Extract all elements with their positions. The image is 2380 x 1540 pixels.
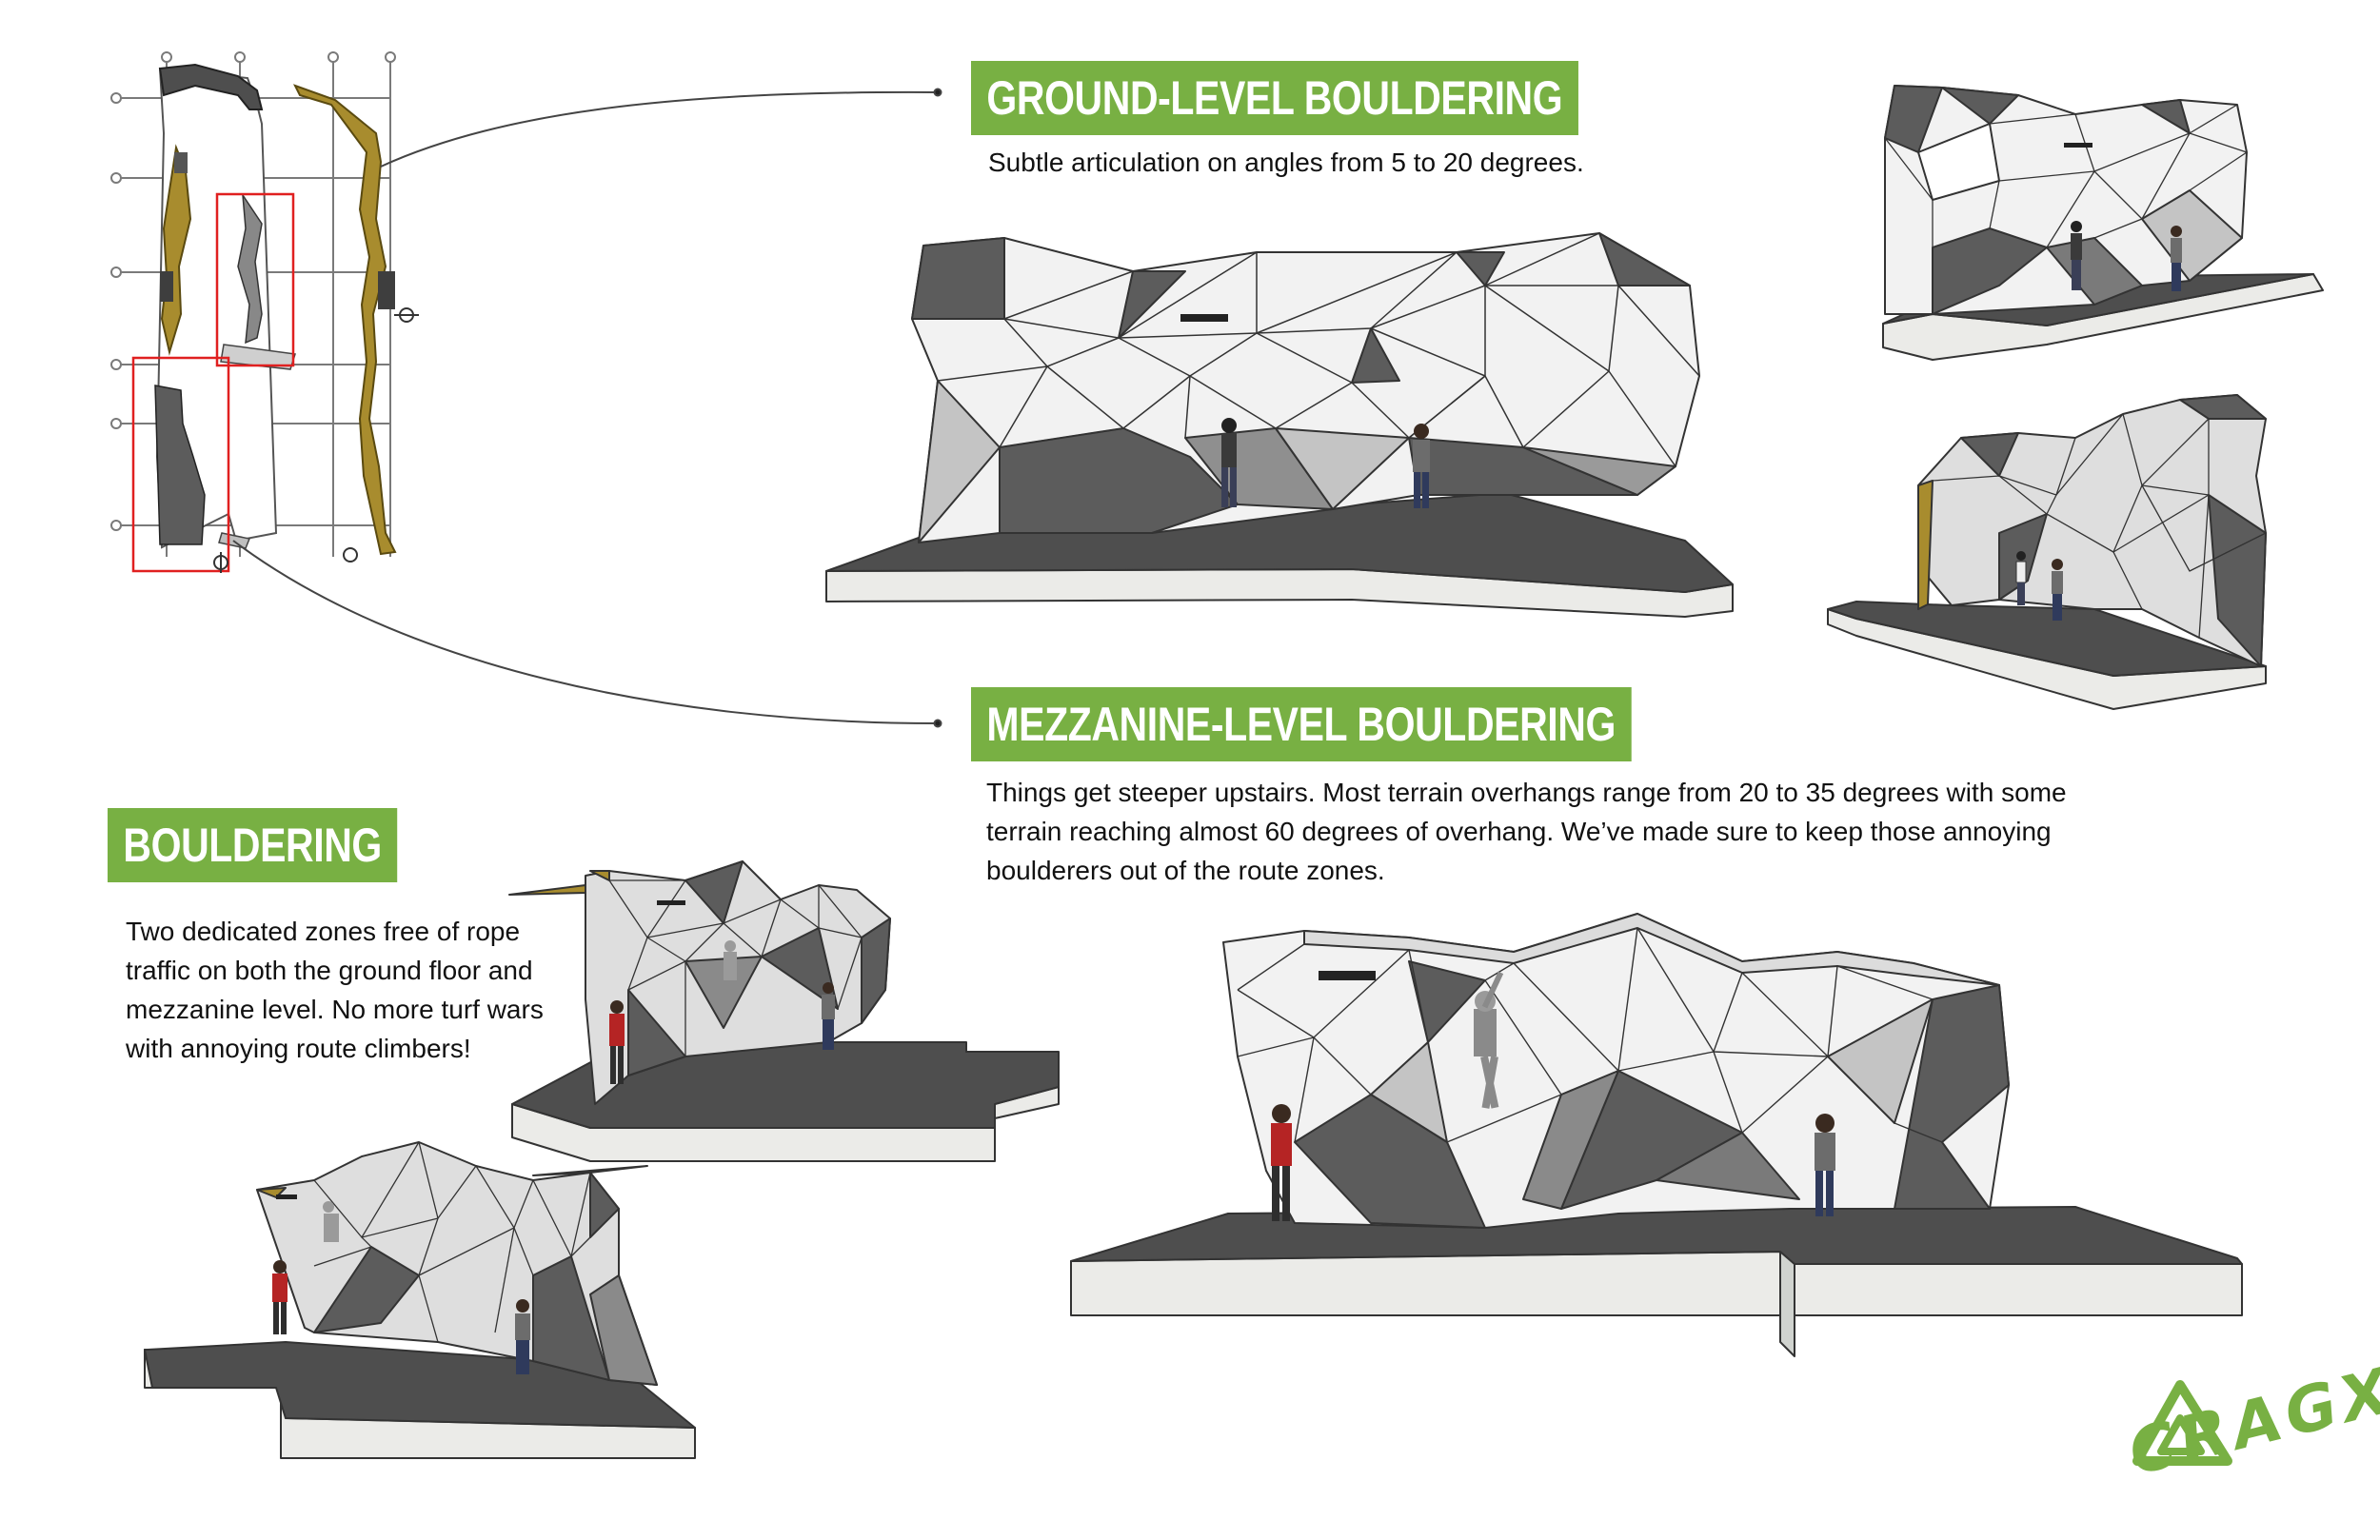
- bouldering-description: Two dedicated zones free of rope traffic…: [126, 912, 544, 1068]
- bouldering-render-2: [144, 1141, 696, 1459]
- mezzanine-level-title: MEZZANINE-LEVEL BOULDERING: [971, 687, 1632, 761]
- mezzanine-description-line: Things get steeper upstairs. Most terrai…: [986, 778, 2067, 807]
- bouldering-description-line: Two dedicated zones free of rope: [126, 917, 521, 946]
- mezzanine-description-line: boulderers out of the route zones.: [986, 856, 1385, 885]
- bouldering-description-line: traffic on both the ground floor and: [126, 956, 533, 985]
- ground-level-description: Subtle articulation on angles from 5 to …: [988, 148, 1584, 177]
- bouldering-description-line: with annoying route climbers!: [126, 1034, 471, 1063]
- ground-level-alt-render-1: [1882, 85, 2324, 361]
- mezzanine-description-line: terrain reaching almost 60 degrees of ov…: [986, 817, 2052, 846]
- ground-level-alt-render-2: [1827, 394, 2267, 710]
- bouldering-title: BOULDERING: [108, 808, 398, 882]
- mezzanine-level-render: [1070, 913, 2243, 1357]
- mezzanine-level-description: Things get steeper upstairs. Most terrai…: [986, 773, 2067, 890]
- connector-lines: [232, 88, 942, 728]
- ground-level-title: GROUND-LEVEL BOULDERING: [971, 61, 1578, 135]
- cragx-logo-mark: [2132, 1380, 2232, 1466]
- bouldering-render-1: [508, 860, 1060, 1162]
- ground-level-render: [825, 232, 1734, 618]
- floor-plan: [110, 51, 419, 573]
- bouldering-description-line: mezzanine level. No more turf wars: [126, 995, 544, 1024]
